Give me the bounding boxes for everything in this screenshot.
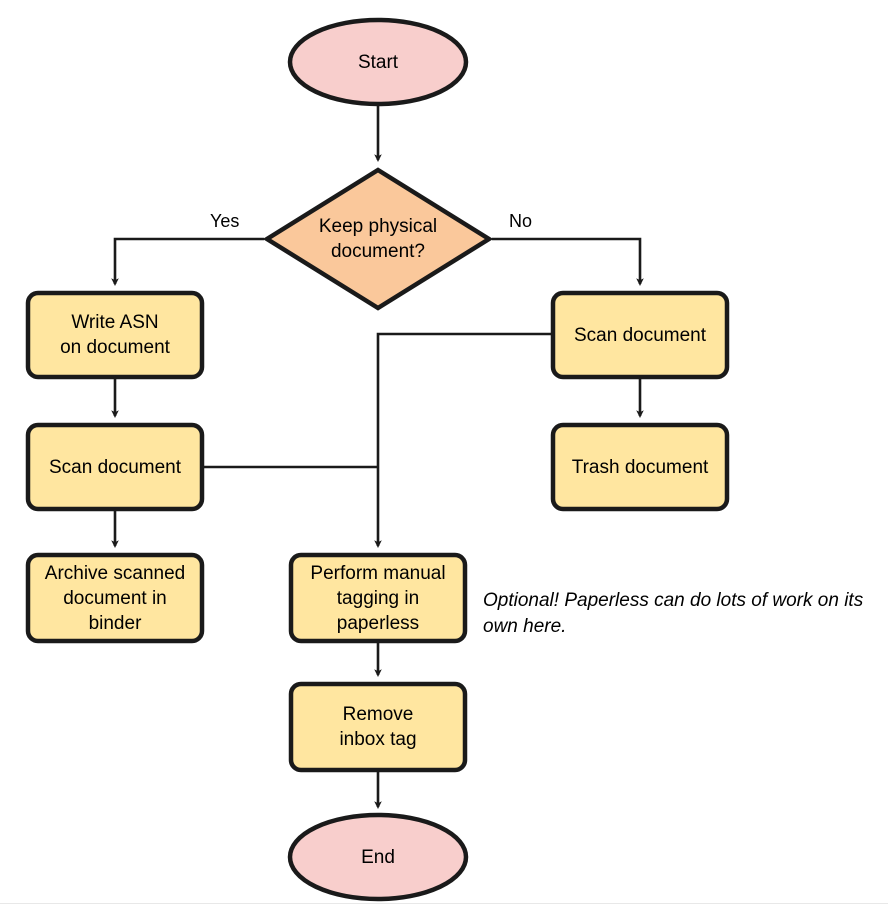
node-write-asn[interactable] (25, 290, 205, 380)
node-start[interactable] (287, 17, 469, 107)
edge-label-no: No (509, 211, 533, 231)
node-trash-document[interactable] (550, 422, 730, 512)
node-keep-physical-decision[interactable] (262, 167, 494, 311)
optional-note-annotation: Optional! Paperless can do lots of work … (483, 590, 864, 637)
node-remove-inbox-tag[interactable] (288, 681, 468, 773)
bottom-divider (0, 903, 888, 904)
edge-decision-yes-to-write-asn (111, 237, 264, 287)
edge-label-yes: Yes (210, 211, 240, 231)
edge-decision-no-to-scan-right (492, 237, 644, 287)
node-archive-binder[interactable] (25, 552, 205, 644)
node-manual-tagging[interactable] (288, 552, 468, 644)
node-scan-document-right[interactable] (550, 290, 730, 380)
node-end[interactable] (287, 812, 469, 902)
node-scan-document-left[interactable] (25, 422, 205, 512)
edge-scan-right-to-manual-tagging (374, 332, 551, 549)
